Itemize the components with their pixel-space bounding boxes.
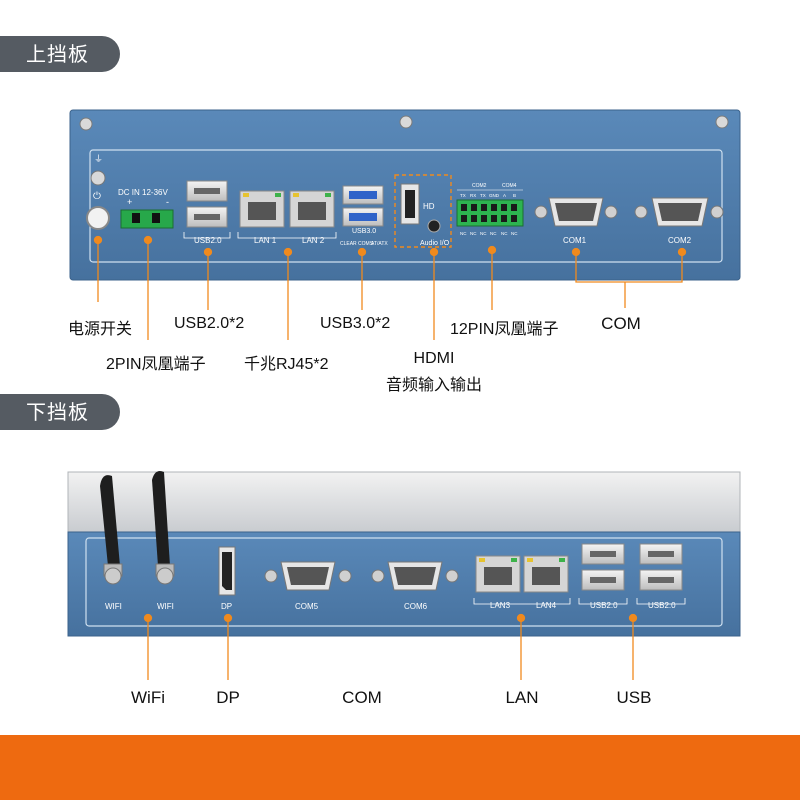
svg-text:COM1: COM1: [563, 236, 587, 245]
wifi-antenna-icon: [100, 475, 123, 585]
com6-port: [371, 561, 459, 591]
power-symbol-icon: ⏻: [93, 191, 101, 202]
label-lan: LAN: [505, 688, 539, 707]
svg-text:WIFI: WIFI: [157, 602, 174, 611]
label-audio: 音频输入输出: [385, 377, 483, 394]
bottom-chassis-lid: [67, 471, 741, 533]
svg-text:DP: DP: [221, 602, 232, 611]
label-usb3: USB3.0*2: [320, 315, 391, 332]
svg-text:⏚: ⏚: [94, 154, 103, 164]
com1-port: [534, 197, 618, 227]
label-12pin-terminal: 12PIN凤凰端子: [450, 321, 559, 338]
svg-text:HD: HD: [423, 202, 435, 211]
svg-text:+: +: [127, 197, 132, 207]
svg-text:COM4: COM4: [502, 183, 517, 189]
svg-text:LAN 2: LAN 2: [302, 236, 325, 245]
svg-text:A: A: [503, 193, 506, 198]
top-panel-diagram: ⏚ ⏻ DC IN 12-36V + - USB2.0 LAN 1 LAN 2 …: [69, 109, 741, 340]
ground-screw-icon: [90, 170, 106, 186]
bottom-panel-diagram: WIFI WIFI DP COM5 COM6 LAN3 LAN4 USB2.0 …: [67, 471, 741, 680]
label-rj45: 千兆RJ45*2: [244, 356, 329, 373]
svg-text:WIFI: WIFI: [105, 602, 122, 611]
svg-text:COM6: COM6: [404, 602, 428, 611]
svg-text:LAN4: LAN4: [536, 601, 557, 610]
svg-text:NC: NC: [501, 231, 508, 236]
svg-text:TX: TX: [480, 193, 486, 198]
label-2pin-terminal: 2PIN凤凰端子: [106, 356, 206, 373]
label-bottom-com: COM: [342, 688, 382, 707]
svg-text:AT/ATX: AT/ATX: [371, 241, 388, 247]
svg-text:TX: TX: [460, 193, 466, 198]
label-wifi: WiFi: [131, 688, 165, 707]
svg-text:NC: NC: [460, 231, 467, 236]
svg-text:RX: RX: [470, 193, 476, 198]
label-hdmi: HDMI: [413, 350, 455, 367]
top-leader-lines: [93, 235, 687, 340]
label-usb2: USB2.0*2: [174, 315, 245, 332]
bottom-panel-inset: [85, 537, 723, 627]
svg-text:NC: NC: [480, 231, 487, 236]
svg-text:LAN 1: LAN 1: [254, 236, 277, 245]
svg-text:USB2.0: USB2.0: [590, 601, 618, 610]
top-panel-tag: 上挡板: [0, 36, 120, 72]
12pin-terminal-block: [456, 199, 524, 227]
orange-footer-bar: [0, 735, 800, 800]
svg-text:NC: NC: [490, 231, 497, 236]
svg-text:COM5: COM5: [295, 602, 319, 611]
svg-text:USB2.0: USB2.0: [648, 601, 676, 610]
label-power-switch: 电源开关: [68, 321, 133, 338]
audio-jack: [427, 219, 441, 233]
svg-text:NC: NC: [470, 231, 477, 236]
top-panel-inset: [89, 149, 723, 263]
dc-in-label: DC IN 12-36V: [118, 188, 168, 197]
wifi-antenna-icon: [152, 471, 175, 585]
label-top-com: COM: [601, 314, 641, 333]
com5-port: [264, 561, 352, 591]
dc-terminal-block: [120, 209, 174, 229]
screw-icon: [79, 115, 729, 131]
svg-text:CLEAR COMS: CLEAR COMS: [340, 241, 374, 247]
hdmi-audio-highlight: [394, 174, 452, 248]
bottom-panel-tag: 下挡板: [0, 394, 120, 430]
svg-text:-: -: [166, 197, 169, 207]
power-button: [86, 206, 110, 230]
svg-text:GND: GND: [489, 193, 500, 198]
com2-port: [634, 197, 724, 227]
svg-text:COM2: COM2: [668, 236, 692, 245]
svg-text:Audio I/O: Audio I/O: [420, 240, 450, 247]
svg-text:USB2.0: USB2.0: [194, 236, 222, 245]
label-usb: USB: [616, 688, 652, 707]
svg-text:COM2: COM2: [472, 183, 487, 189]
bottom-leader-lines: [143, 613, 638, 680]
svg-text:LAN3: LAN3: [490, 601, 511, 610]
svg-text:B: B: [513, 193, 516, 198]
svg-text:USB3.0: USB3.0: [352, 228, 376, 235]
svg-text:NC: NC: [511, 231, 518, 236]
label-dp: DP: [216, 688, 240, 707]
